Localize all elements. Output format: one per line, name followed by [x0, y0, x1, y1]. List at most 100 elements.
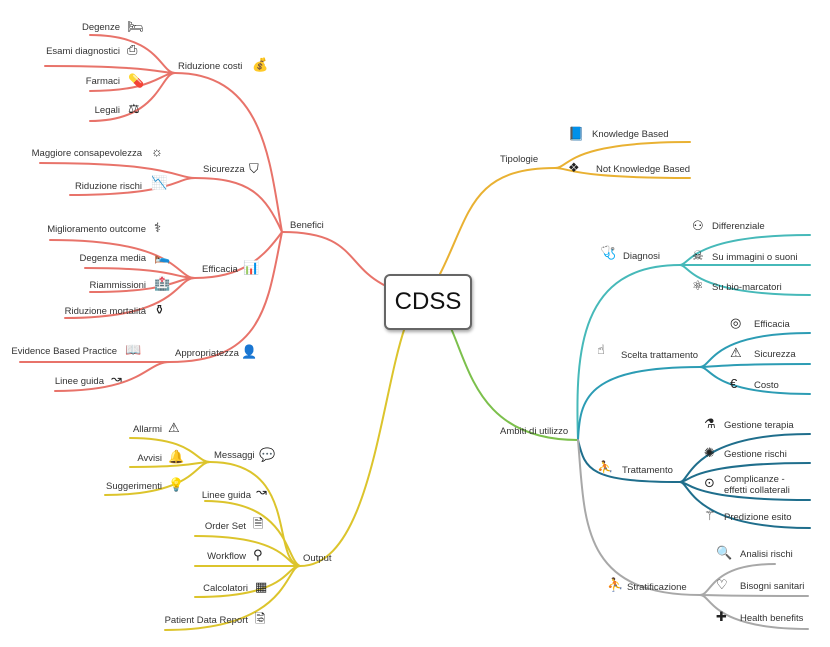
leaf-label-complicanze-2[interactable]: effetti collaterali [724, 485, 790, 496]
leaf-label-not-knowledge[interactable]: Not Knowledge Based [596, 164, 691, 175]
branch-ambiti [449, 325, 579, 441]
shield-check-icon: ⛉ [249, 161, 259, 176]
leaf-predizione [679, 481, 811, 529]
leaf-not-knowledge [554, 167, 691, 179]
node-output[interactable]: Output [303, 553, 332, 564]
branch-stratificazione [577, 439, 701, 596]
leaf-label-esami[interactable]: Esami diagnostici [46, 46, 120, 57]
idea-head-icon: ☼ [151, 144, 163, 159]
leaf-label-legali[interactable]: Legali [94, 105, 120, 116]
doctor-chart-icon: ⚕ [154, 220, 162, 235]
branch-output [299, 326, 406, 567]
leaf-outcome [49, 239, 196, 279]
leaf-label-knowledge[interactable]: Knowledge Based [592, 129, 669, 140]
node-sicurezza[interactable]: Sicurezza [203, 164, 245, 175]
money-bag-icon: 💰 [252, 57, 269, 72]
leaf-label-immagini[interactable]: Su immagini o suoni [712, 252, 798, 263]
node-scelta[interactable]: Scelta trattamento [621, 350, 699, 361]
leaf-suggerimenti [104, 461, 211, 496]
node-efficacia[interactable]: Efficacia [202, 264, 238, 275]
book-evidence-icon: 📖 [125, 342, 142, 357]
branch-appropriatezza [169, 231, 283, 363]
leaf-label-gestione-rischi[interactable]: Gestione rischi [724, 449, 787, 460]
leaf-gestione-terapia [679, 433, 811, 483]
leaf-legali [89, 72, 176, 122]
side-effect-icon: ⊙ [704, 475, 715, 490]
user-settings-icon: 👤 [241, 344, 258, 359]
leaf-costo [699, 366, 811, 395]
leaf-label-riammissioni[interactable]: Riammissioni [89, 280, 146, 291]
leaf-label-allarmi[interactable]: Allarmi [132, 424, 162, 435]
leaf-label-suggerimenti[interactable]: Suggerimenti [106, 481, 162, 492]
node-benefici[interactable]: Benefici [290, 220, 324, 231]
branch-tipologie [439, 167, 556, 275]
node-stratificazione[interactable]: Stratificazione [627, 582, 687, 593]
leaf-label-patient-data[interactable]: Patient Data Report [164, 615, 248, 626]
leaf-label-degenze[interactable]: Degenze [81, 22, 120, 33]
leaf-label-workflow[interactable]: Workflow [207, 551, 246, 562]
bar-chart-up-icon: 📊 [243, 260, 260, 275]
xray-icon: ☠ [692, 248, 704, 263]
leaf-riduzione-rischi [69, 177, 196, 196]
route-icon: ↝ [111, 371, 122, 386]
node-trattamento[interactable]: Trattamento [622, 465, 673, 476]
leaf-label-gestione-terapia[interactable]: Gestione terapia [724, 420, 794, 431]
node-tipologie[interactable]: Tipologie [500, 154, 539, 165]
leaf-label-costo[interactable]: Costo [754, 380, 779, 391]
leaf-label-bisogni[interactable]: Bisogni sanitari [740, 581, 805, 592]
stratify-icon: ⛹ [607, 577, 624, 592]
leaf-gestione-rischi [679, 462, 811, 483]
pills-icon: 💊 [128, 73, 145, 88]
node-appropriatezza[interactable]: Appropriatezza [175, 348, 239, 359]
leaf-degenze [89, 34, 176, 74]
route-icon: ↝ [256, 484, 267, 499]
branch-scelta [577, 366, 701, 441]
node-diagnosi[interactable]: Diagnosi [623, 251, 660, 262]
leaf-efficacia-sc [699, 332, 811, 368]
report-search-icon: 🗟 [255, 611, 266, 626]
patient-board-icon: ⛹ [597, 460, 614, 475]
coffin-icon: ⚱ [154, 302, 165, 317]
leaf-label-outcome[interactable]: Miglioramento outcome [47, 224, 146, 235]
brain-icon: ✺ [704, 445, 715, 460]
leaf-label-degenza-media[interactable]: Degenza media [79, 253, 146, 264]
warning-icon: ⚠ [730, 345, 742, 360]
leaf-label-complicanze[interactable]: Complicanze - [724, 474, 785, 485]
leaf-label-farmaci[interactable]: Farmaci [85, 76, 120, 87]
leaf-label-biomarcatori[interactable]: Su bio-marcatori [712, 282, 782, 293]
leaf-label-analisi[interactable]: Analisi rischi [740, 549, 793, 560]
leaf-label-mortalita[interactable]: Riduzione mortalità [64, 306, 146, 317]
branch-sicurezza [194, 177, 283, 233]
leaf-label-predizione[interactable]: Predizione esito [724, 512, 792, 523]
leaf-label-sicurezza-sc[interactable]: Sicurezza [754, 349, 796, 360]
chart-down-icon: 📉 [151, 175, 168, 190]
center-node[interactable]: CDSS [384, 274, 472, 330]
document-icon: 🗎 [253, 516, 264, 531]
hierarchy-icon: ⚇ [692, 218, 704, 233]
scales-icon: ⚖ [128, 101, 140, 116]
leaf-label-order-set[interactable]: Order Set [204, 521, 246, 532]
leaf-label-linee-guida-app[interactable]: Linee guida [54, 376, 104, 387]
leaf-label-differenziale[interactable]: Differenziale [712, 221, 765, 232]
stethoscope-icon: 🩺 [600, 245, 617, 260]
leaf-label-avvisi[interactable]: Avvisi [137, 453, 162, 464]
leaf-health [699, 594, 809, 630]
leaf-label-riduzione-rischi[interactable]: Riduzione rischi [74, 181, 142, 192]
leaf-label-health[interactable]: Health benefits [740, 613, 804, 624]
branch-trattamento [577, 439, 681, 483]
leaf-label-consapevolezza[interactable]: Maggiore consapevolezza [31, 148, 142, 159]
node-messaggi[interactable]: Messaggi [214, 450, 255, 461]
leaf-label-linee-guida-out[interactable]: Linee guida [201, 490, 251, 501]
node-riduzione-costi[interactable]: Riduzione costi [178, 61, 243, 72]
euro-cycle-icon: € [730, 376, 738, 391]
leaf-label-ebp[interactable]: Evidence Based Practice [11, 346, 117, 357]
calculator-icon: ▦ [255, 579, 268, 594]
branch-riduzione-costi [174, 72, 283, 233]
medicine-bottle-icon: ⚗ [704, 416, 716, 431]
leaf-sicurezza-sc [699, 363, 811, 368]
leaf-label-calcolatori[interactable]: Calcolatori [203, 583, 248, 594]
leaf-label-efficacia-sc[interactable]: Efficacia [754, 319, 790, 330]
target-icon: ◎ [730, 315, 742, 330]
node-ambiti[interactable]: Ambiti di utilizzo [500, 426, 569, 437]
